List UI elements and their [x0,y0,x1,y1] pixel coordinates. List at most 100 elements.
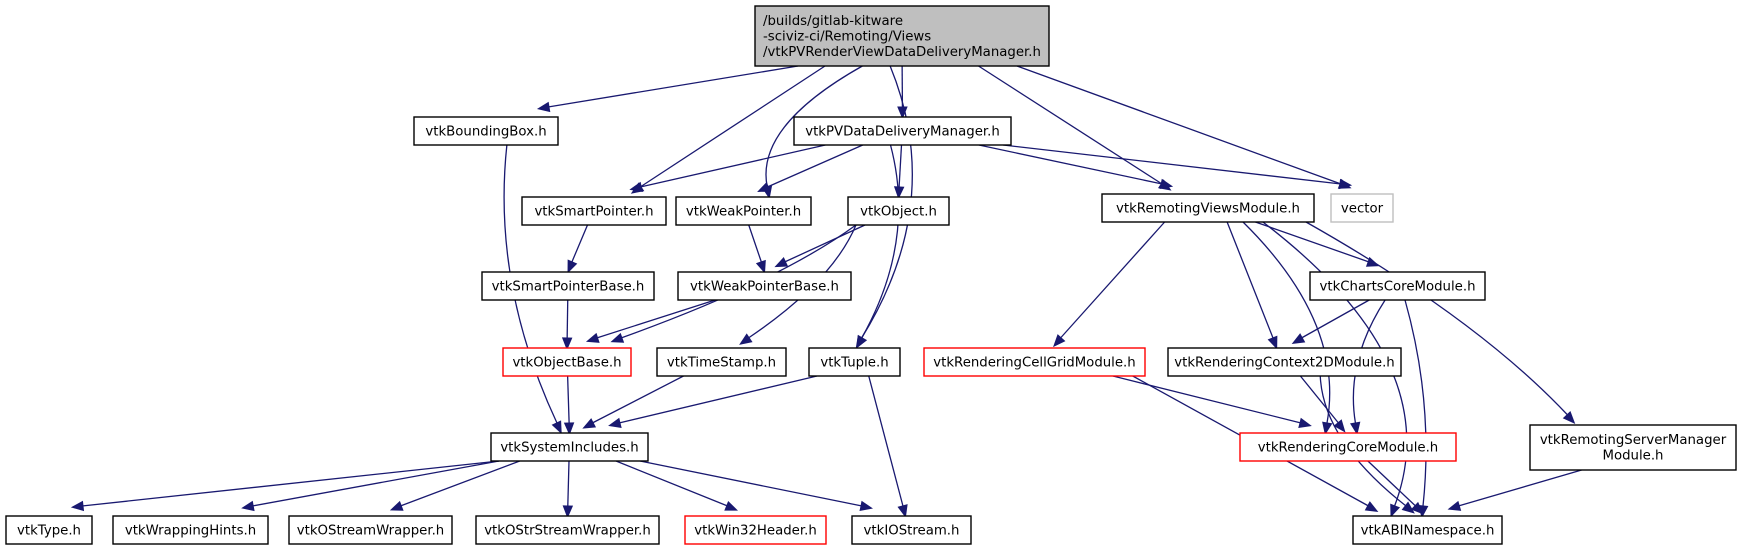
arrowhead-icon [1267,335,1278,350]
node-label: vtkTimeStamp.h [667,355,776,370]
arrowhead-icon [608,417,622,428]
node-vector[interactable]: vector [1330,193,1394,223]
node-context2d[interactable]: vtkRenderingContext2DModule.h [1167,347,1402,377]
edge-objectbase-to-syscludes [563,375,575,436]
edge-line [640,144,826,188]
node-box [502,347,632,377]
edge-pvddm-to-rvmodule [978,144,1174,190]
node-box [677,271,852,301]
node-abins[interactable]: vtkABINamespace.h [1352,515,1503,545]
node-weakptrbase[interactable]: vtkWeakPointerBase.h [677,271,852,301]
node-label: vtkChartsCoreModule.h [1319,279,1475,294]
arrowhead-icon [582,418,597,429]
edge-chartscore-to-abins [1404,299,1429,519]
edge-line [566,375,570,424]
edge-syscludes-to-wrapping [241,460,500,512]
edge-line [1226,221,1274,339]
arrowhead-icon [1410,501,1424,515]
edge-line [978,65,1163,185]
edge-line [978,144,1163,185]
edge-smartptr-to-smartptrbase [567,224,589,274]
node-box [1101,193,1315,223]
edge-pvddm-to-object [893,144,905,200]
node-box [475,515,660,545]
edge-line [748,224,762,263]
edge-timestamp-to-syscludes [582,375,684,429]
arrowhead-icon [585,332,600,343]
edge-line [1404,299,1427,507]
node-pvddm[interactable]: vtkPVDataDeliveryManager.h [793,116,1012,146]
node-rendercore[interactable]: vtkRenderingCoreModule.h [1239,432,1457,462]
node-label: vtkOStrStreamWrapper.h [484,523,651,538]
arrowhead-icon [610,332,625,343]
node-box [1330,193,1394,223]
node-box [490,432,649,462]
node-root[interactable]: /builds/gitlab-kitware-sciviz-ci/Remotin… [754,5,1050,67]
node-box [656,347,787,377]
edge-context2d-to-rendercore [1299,375,1346,433]
node-bbox[interactable]: vtkBoundingBox.h [413,116,559,146]
node-rvmodule[interactable]: vtkRemotingViewsModule.h [1101,193,1315,223]
edge-line [571,224,589,263]
arrowhead-icon [774,257,789,268]
edge-line [592,375,684,424]
node-weakptr[interactable]: vtkWeakPointer.h [675,196,812,226]
node-box [521,196,667,226]
node-box [851,515,972,545]
node-type[interactable]: vtkType.h [5,515,93,545]
node-syscludes[interactable]: vtkSystemIncludes.h [490,432,649,462]
edge-line [400,460,520,507]
arrowhead-icon [893,186,905,200]
edge-rvmodule-to-cellgrid [1053,221,1166,348]
node-box [793,116,1012,146]
arrowhead-icon [70,500,85,512]
arrowhead-icon [1291,333,1306,345]
arrowhead-icon [567,259,578,274]
node-box [675,196,812,226]
edge-chartscore-to-context2d [1291,299,1370,345]
node-smartptr[interactable]: vtkSmartPointer.h [521,196,667,226]
edge-line [1242,221,1331,424]
node-label: vtkBoundingBox.h [425,124,546,139]
arrowhead-icon [739,333,753,345]
arrowhead-icon [757,181,771,192]
node-ostream[interactable]: vtkOStreamWrapper.h [288,515,453,545]
edge-line [1016,65,1342,185]
node-objectbase[interactable]: vtkObjectBase.h [502,347,632,377]
node-tuple[interactable]: vtkTuple.h [808,347,901,377]
node-timestamp[interactable]: vtkTimeStamp.h [656,347,787,377]
node-win32[interactable]: vtkWin32Header.h [684,515,827,545]
edge-line [1367,460,1417,507]
node-chartscore[interactable]: vtkChartsCoreModule.h [1309,271,1486,301]
node-wrapping[interactable]: vtkWrappingHints.h [112,515,269,545]
edge-line [1305,221,1569,416]
edge-root-to-bbox [536,65,799,113]
node-label: Module.h [1602,449,1663,464]
edge-line [898,144,903,188]
arrowhead-icon [856,334,868,349]
edge-weakptrbase-to-objectbase [585,299,716,343]
edge-line [618,375,818,424]
node-cellgrid[interactable]: vtkRenderingCellGridModule.h [923,347,1146,377]
node-ostrstream[interactable]: vtkOStrStreamWrapper.h [475,515,660,545]
edge-rvmodule-to-servermgr [1305,221,1576,424]
edge-rvmodule-to-rendercore [1242,221,1333,436]
node-label: vtkRemotingServerManager [1540,433,1727,448]
node-iostream[interactable]: vtkIOStream.h [851,515,972,545]
arrowhead-icon [897,504,908,518]
node-box [1309,271,1486,301]
node-object[interactable]: vtkObject.h [847,196,950,226]
edge-weakptr-to-weakptrbase [748,224,766,274]
arrowhead-icon [1350,421,1361,436]
node-smartptrbase[interactable]: vtkSmartPointerBase.h [481,271,655,301]
edge-rendercore-to-abins [1367,460,1424,515]
arrowhead-icon [1447,500,1462,511]
edge-syscludes-to-iostream [639,460,873,512]
edge-line [615,460,728,507]
node-box [847,196,950,226]
arrowhead-icon [629,181,643,193]
arrowhead-icon [1338,178,1353,190]
node-box [481,271,655,301]
